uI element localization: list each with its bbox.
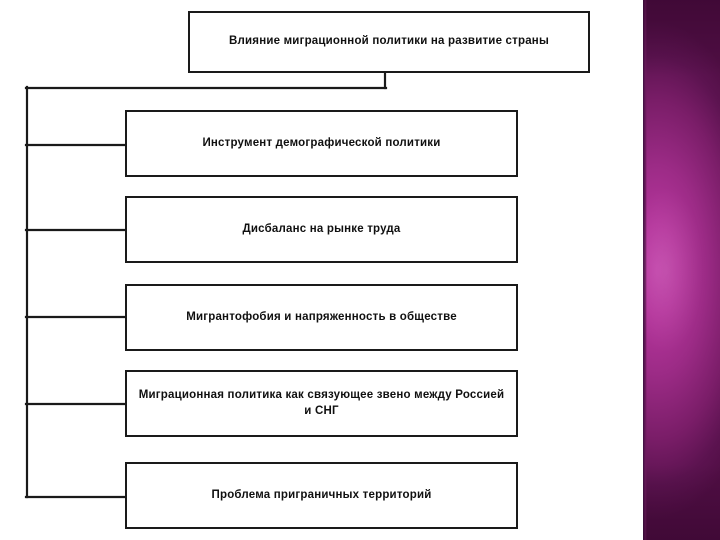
purple-band-left-edge — [643, 0, 647, 540]
diagram-area: Влияние миграционной политики на развити… — [24, 11, 590, 529]
node-root[interactable]: Влияние миграционной политики на развити… — [188, 11, 590, 73]
node-branch-3[interactable]: Миграционная политика как связующее звен… — [125, 370, 518, 437]
node-root-label: Влияние миграционной политики на развити… — [229, 35, 549, 48]
node-branch-1-label: Дисбаланс на рынке труда — [242, 222, 401, 235]
purple-band-sheen — [643, 0, 720, 540]
node-branch-2-label: Мигрантофобия и напряженность в обществе — [186, 310, 457, 323]
node-branch-4[interactable]: Проблема приграничных территорий — [125, 462, 518, 529]
node-branch-3-label: Миграционная политика как связующее звен… — [138, 388, 505, 417]
node-branch-0[interactable]: Инструмент демографической политики — [125, 110, 518, 177]
connector-lines — [24, 70, 388, 499]
node-branch-1[interactable]: Дисбаланс на рынке труда — [125, 196, 518, 263]
node-branch-4-label: Проблема приграничных территорий — [211, 488, 432, 501]
node-branch-0-label: Инструмент демографической политики — [202, 136, 441, 149]
purple-gradient-band — [643, 0, 720, 540]
node-branch-2[interactable]: Мигрантофобия и напряженность в обществе — [125, 284, 518, 351]
